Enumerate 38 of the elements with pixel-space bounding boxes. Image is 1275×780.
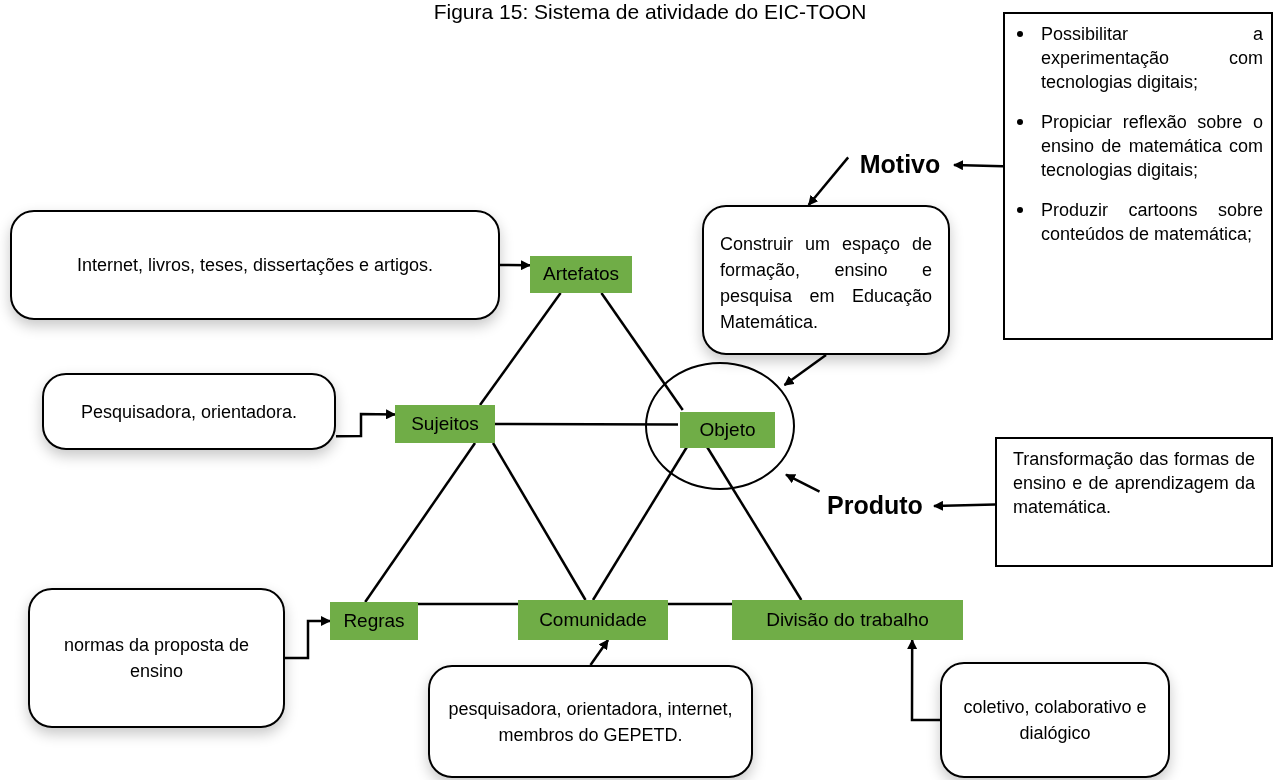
note-box: normas da proposta de ensino (28, 588, 285, 728)
component-box: Regras (330, 602, 418, 640)
figure-title: Figura 15: Sistema de atividade do EIC-TOON (432, 0, 868, 24)
note-box: Internet, livros, teses, dissertações e artigos. (10, 210, 500, 320)
bullet-item: Possibilitar a experimentação com tecnologias digitais; (1041, 22, 1263, 94)
arrow (336, 409, 396, 438)
result-box: Transformação das formas de ensino e de aprendizagem da matemática. (995, 437, 1273, 567)
note-box: Construir um espaço de formação, ensino e pesquisa em Educação Matemática. (702, 205, 950, 355)
note-box: coletivo, colaborativo e dialógico (940, 662, 1170, 778)
arrow (953, 160, 1004, 171)
component-box: Artefatos (530, 256, 632, 293)
heading-text: Produto (816, 488, 934, 524)
arrow (807, 156, 850, 206)
component-box: Comunidade (518, 600, 668, 640)
connector-line (491, 442, 587, 601)
arrow (589, 639, 610, 666)
component-box: Sujeitos (395, 405, 495, 443)
component-box: Divisão do trabalho (732, 600, 963, 640)
goal-box (1003, 12, 1273, 340)
note-box: Pesquisadora, orientadora. (42, 373, 336, 450)
bullet-item: Propiciar reflexão sobre o ensino de matemática com tecnologias digitais; (1041, 110, 1263, 182)
note-box: pesquisadora, orientadora, internet, membros do GEPETD. (428, 665, 753, 778)
arrow (907, 639, 940, 722)
arrow (933, 500, 996, 511)
arrow (285, 616, 331, 660)
connector-line (479, 292, 562, 406)
arrow (785, 473, 821, 493)
heading-text: Motivo (846, 146, 954, 184)
arrow (783, 354, 827, 387)
component-box: Objeto (680, 412, 775, 448)
connector-line (600, 292, 684, 411)
bullet-item: Produzir cartoons sobre conteúdos de matemática; (1041, 198, 1263, 246)
connector-line (364, 442, 477, 603)
connector-line (418, 602, 518, 606)
connector-line (668, 602, 732, 606)
ellipse (645, 362, 795, 490)
connector-line (495, 422, 678, 426)
arrow (500, 260, 531, 271)
